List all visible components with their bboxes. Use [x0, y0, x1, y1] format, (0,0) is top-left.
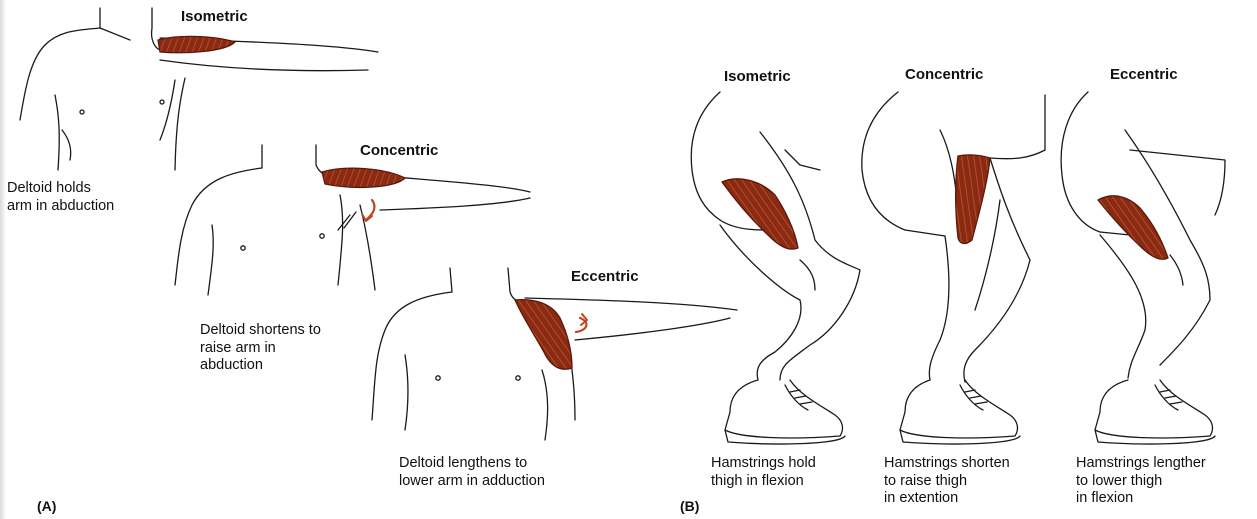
caption-line: abduction [200, 357, 321, 375]
title-isometric-b: Isometric [724, 68, 791, 85]
caption-line: Hamstrings shorten [884, 455, 1010, 473]
title-eccentric-a: Eccentric [571, 268, 639, 285]
torso-concentric [175, 145, 530, 295]
deltoid-isometric [158, 36, 235, 52]
deltoid-concentric [322, 168, 405, 187]
torso-isometric [20, 8, 378, 170]
leg-isometric [691, 92, 860, 444]
caption-line: Deltoid holds [7, 180, 114, 198]
caption-line: Hamstrings hold [711, 455, 816, 473]
caption-concentric-a: Deltoid shortens to raise arm in abducti… [200, 322, 321, 375]
title-concentric-b: Concentric [905, 66, 983, 83]
caption-isometric-a: Deltoid holds arm in abduction [7, 180, 114, 215]
title-eccentric-b: Eccentric [1110, 66, 1178, 83]
panel-label-b: (B) [680, 498, 699, 514]
caption-line: lower arm in adduction [399, 473, 545, 491]
leg-concentric [862, 92, 1045, 444]
caption-line: Hamstrings lengther [1076, 455, 1206, 473]
deltoid-eccentric [515, 300, 572, 370]
caption-line: in flexion [1076, 490, 1206, 508]
caption-line: to raise thigh [884, 473, 1010, 491]
title-isometric-a: Isometric [181, 8, 248, 25]
caption-line: in extention [884, 490, 1010, 508]
caption-eccentric-b: Hamstrings lengther to lower thigh in fl… [1076, 455, 1206, 508]
caption-isometric-b: Hamstrings hold thigh in flexion [711, 455, 816, 490]
caption-concentric-b: Hamstrings shorten to raise thigh in ext… [884, 455, 1010, 508]
caption-line: Deltoid shortens to [200, 322, 321, 340]
caption-line: arm in abduction [7, 198, 114, 216]
caption-line: thigh in flexion [711, 473, 816, 491]
caption-line: raise arm in [200, 340, 321, 358]
leg-eccentric [1061, 92, 1225, 444]
hamstring-isometric [722, 179, 798, 249]
caption-line: to lower thigh [1076, 473, 1206, 491]
panel-label-a: (A) [37, 498, 56, 514]
caption-eccentric-a: Deltoid lengthens to lower arm in adduct… [399, 455, 545, 490]
hamstring-eccentric [1098, 196, 1168, 259]
title-concentric-a: Concentric [360, 142, 438, 159]
caption-line: Deltoid lengthens to [399, 455, 545, 473]
hamstring-concentric [956, 155, 990, 244]
